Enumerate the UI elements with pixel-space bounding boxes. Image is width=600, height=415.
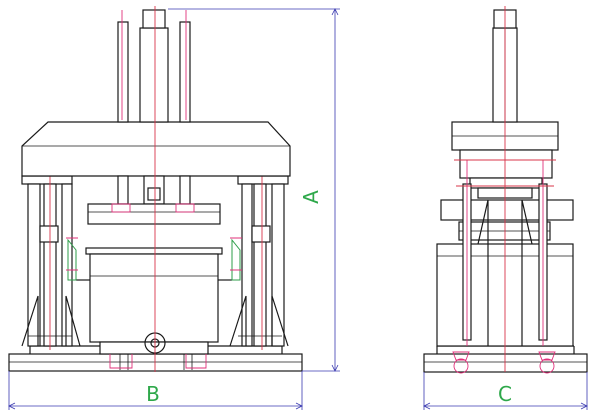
front-left-column [21, 168, 81, 350]
front-top-cylinders [117, 9, 191, 123]
dimension-a-label: A [299, 190, 323, 204]
front-right-column [229, 168, 289, 350]
side-base-plate [423, 345, 588, 373]
front-ram-plate [87, 175, 221, 225]
front-vessel [76, 247, 232, 370]
dimension-b: B [8, 371, 303, 410]
dimension-c: C [423, 372, 588, 410]
dimension-c-label: C [498, 382, 512, 406]
dimension-a: A [168, 8, 340, 372]
side-casters [452, 351, 556, 374]
front-hydraulic-lines [66, 237, 242, 281]
front-view [8, 6, 303, 372]
front-crosshead [21, 121, 291, 177]
side-view [423, 6, 588, 374]
dimension-b-label: B [146, 382, 160, 406]
